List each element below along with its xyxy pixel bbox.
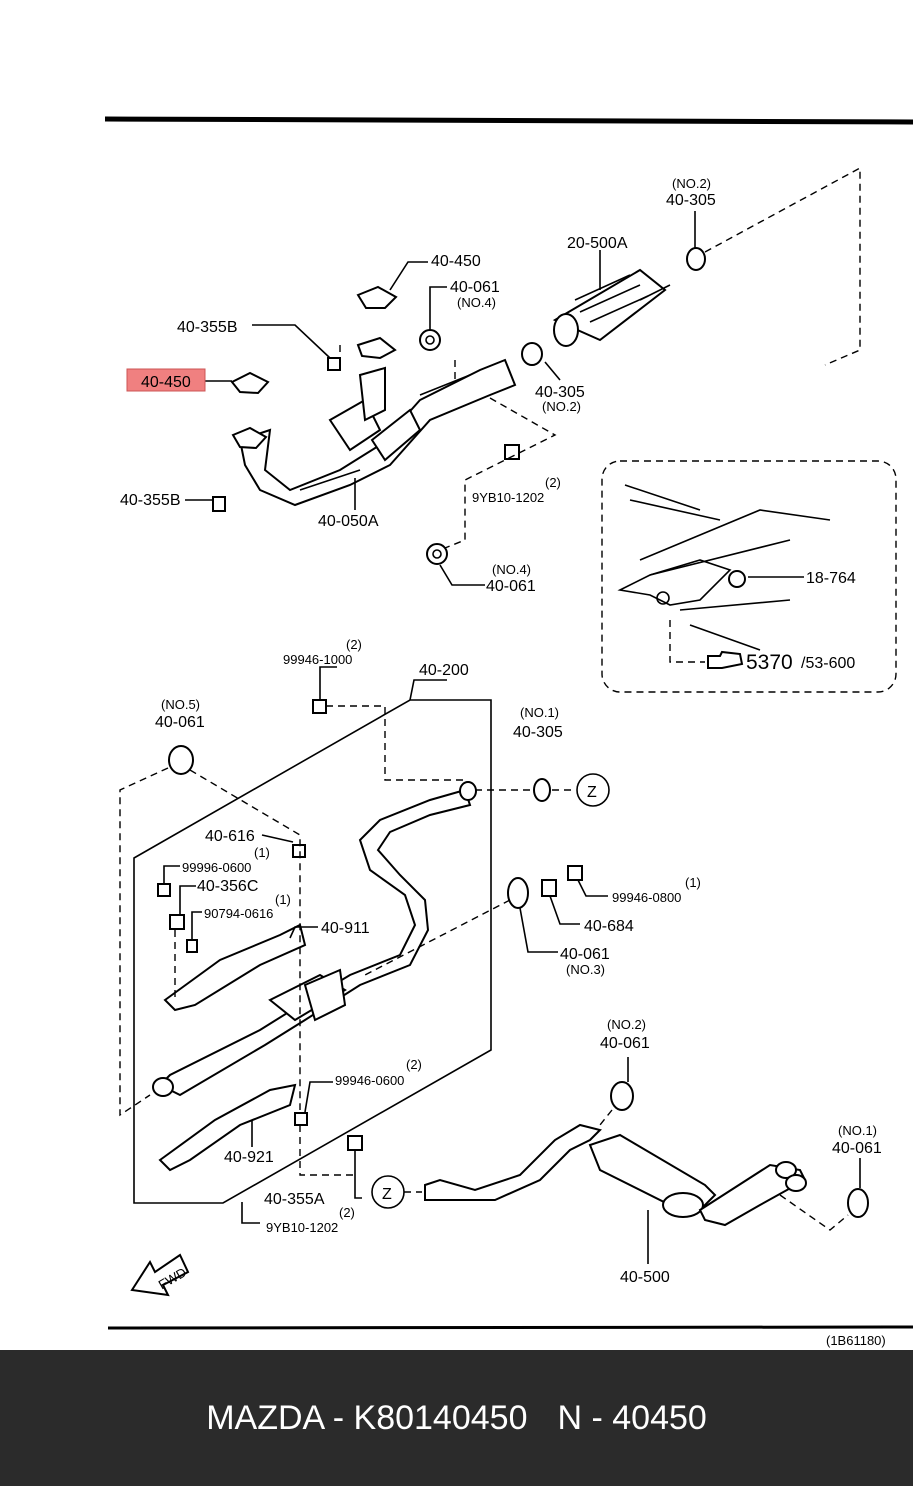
label-no1-a: (NO.1) xyxy=(520,705,559,720)
label-no4-a: (NO.4) xyxy=(457,295,496,310)
nut-40-355b-a xyxy=(327,357,341,371)
label-40-050a: 40-050A xyxy=(318,513,379,530)
reference-number: N - 40450 xyxy=(557,1398,707,1437)
label-z-1: Z xyxy=(587,784,597,801)
flange-upper xyxy=(356,336,397,360)
label-99996-0600: 99996-0600 xyxy=(182,860,251,875)
label-z-2: Z xyxy=(382,1186,392,1203)
label-40-921: 40-921 xyxy=(224,1149,274,1166)
z-connector-1 xyxy=(576,773,610,807)
label-20-500a: 20-500A xyxy=(567,235,628,252)
hanger-40-061-no2 xyxy=(610,1081,634,1111)
label-99946-1000: 99946-1000 xyxy=(283,652,352,667)
label-90794-0616: 90794-0616 xyxy=(204,906,273,921)
label-40-305-c: 40-305 xyxy=(513,724,563,741)
brand-part-number: MAZDA - K80140450 xyxy=(206,1398,528,1437)
flange-lower xyxy=(231,426,268,450)
label-no4-b: (NO.4) xyxy=(492,562,531,577)
label-40-061-f: 40-061 xyxy=(832,1140,882,1157)
detail-bracket xyxy=(617,484,831,651)
main-silencer-40-500 xyxy=(424,1123,807,1227)
bottom-rule xyxy=(107,1325,913,1330)
gasket-40-305-no1 xyxy=(533,778,551,802)
exhaust-parts-diagram: (NO.2) 40-305 20-500A 40-450 40-061 (NO.… xyxy=(104,116,913,1348)
part-number-banner: MAZDA - K80140450 N - 40450 xyxy=(0,1350,913,1486)
label-qty-2-d: (2) xyxy=(339,1205,355,1220)
label-18-764: 18-764 xyxy=(806,570,856,587)
center-pipe xyxy=(152,781,477,1097)
nut-40-355b-b xyxy=(212,496,226,512)
label-9yb10-1202-a: 9YB10-1202 xyxy=(472,490,544,505)
label-no3: (NO.3) xyxy=(566,962,605,977)
heat-insulator-40-921 xyxy=(158,1083,297,1172)
hanger-40-061-no1 xyxy=(847,1188,869,1218)
bushing-40-684 xyxy=(541,879,557,897)
label-no2-b: (NO.2) xyxy=(607,1017,646,1032)
label-40-305-top: 40-305 xyxy=(666,192,716,209)
top-rule xyxy=(104,116,913,125)
label-qty-1-b: (1) xyxy=(275,892,291,907)
label-40-061-d: 40-061 xyxy=(560,946,610,963)
label-40-500: 40-500 xyxy=(620,1269,670,1286)
highlight-40-450 xyxy=(126,368,206,392)
gasket-40-305-top xyxy=(686,247,706,271)
label-40-450-highlighted: 40-450 xyxy=(141,374,191,391)
bolt-90794-0616 xyxy=(186,939,198,953)
label-ref-5370: 5370 xyxy=(746,651,793,674)
insulator-40-061-lower xyxy=(426,543,448,565)
label-qty-1-a: (1) xyxy=(254,845,270,860)
nut-99996-0600 xyxy=(157,883,171,897)
gasket-40-450-top xyxy=(356,285,398,309)
label-40-450-top: 40-450 xyxy=(431,253,481,270)
label-40-355a: 40-355A xyxy=(264,1191,325,1208)
label-qty-2-a: (2) xyxy=(545,475,561,490)
label-no2-mid: (NO.2) xyxy=(542,399,581,414)
label-no2-top: (NO.2) xyxy=(672,176,711,191)
nut-99946-1000 xyxy=(312,699,327,714)
clamp-40-356c xyxy=(169,914,185,930)
label-40-061-c: 40-061 xyxy=(155,714,205,731)
label-9yb10-1202-b: 9YB10-1202 xyxy=(266,1220,338,1235)
label-40-911: 40-911 xyxy=(321,920,370,937)
label-40-684: 40-684 xyxy=(584,918,634,935)
label-99946-0800: 99946-0800 xyxy=(612,890,681,905)
insulator-40-061-no5 xyxy=(168,745,194,775)
label-40-061-e: 40-061 xyxy=(600,1035,650,1052)
label-qty-2-c: (2) xyxy=(406,1057,422,1072)
detail-box xyxy=(601,460,897,693)
nut-9yb10-1202 xyxy=(504,444,520,460)
nut-99946-0600 xyxy=(294,1112,308,1126)
label-40-355b-b: 40-355B xyxy=(120,492,181,509)
nut-99946-0800 xyxy=(567,865,583,881)
fwd-arrow-icon xyxy=(130,1253,190,1297)
label-40-061-b: 40-061 xyxy=(486,578,536,595)
hand-pointer-icon xyxy=(707,650,744,669)
label-99946-0600: 99946-0600 xyxy=(335,1073,404,1088)
label-ref-53-600: /53-600 xyxy=(801,655,855,672)
label-diagram-code: (1B61180) xyxy=(826,1333,886,1348)
label-40-200: 40-200 xyxy=(419,662,469,679)
label-40-616: 40-616 xyxy=(205,828,255,845)
label-no5: (NO.5) xyxy=(161,697,200,712)
label-40-355b-a: 40-355B xyxy=(177,319,238,336)
label-qty-2-b: (2) xyxy=(346,637,362,652)
hanger-40-061-no3 xyxy=(507,877,529,909)
insulator-40-061-upper xyxy=(419,329,441,351)
sensor-40-616 xyxy=(292,844,306,858)
label-40-356c: 40-356C xyxy=(197,878,258,895)
label-qty-1-c: (1) xyxy=(685,875,701,890)
gasket-40-450-left xyxy=(230,371,270,395)
catalytic-converter xyxy=(552,268,671,347)
label-no1-b: (NO.1) xyxy=(838,1123,877,1138)
nut-40-355a xyxy=(347,1135,363,1151)
gasket-40-305-mid xyxy=(521,342,543,366)
label-40-061-a: 40-061 xyxy=(450,279,500,296)
front-pipe-40-050a xyxy=(238,358,517,507)
label-40-305-mid: 40-305 xyxy=(535,384,585,401)
heat-insulator-40-911 xyxy=(163,923,307,1012)
